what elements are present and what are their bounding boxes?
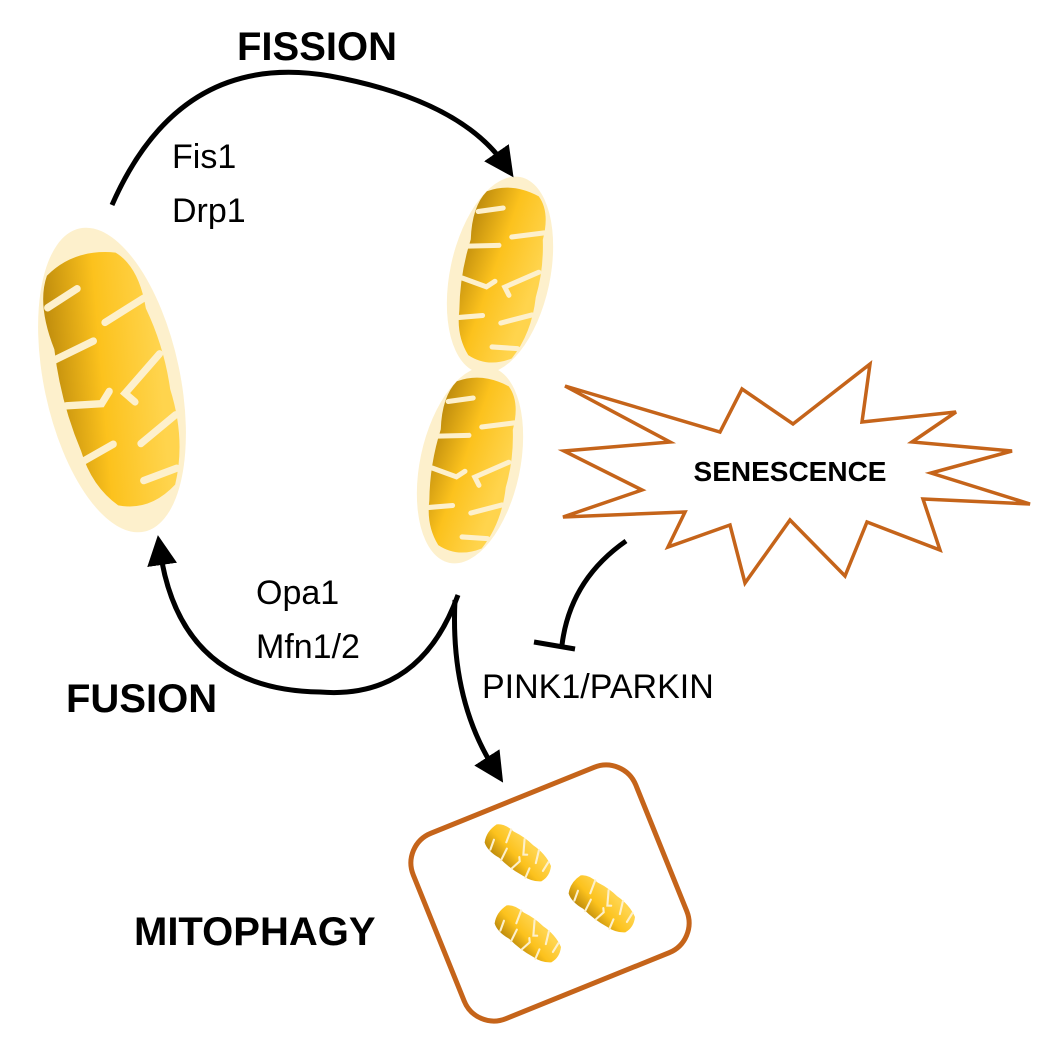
inhibition-bar xyxy=(533,639,576,652)
pink-parkin-label: PINK1/PARKIN xyxy=(482,668,714,706)
mitophagy-box xyxy=(408,762,692,1024)
fusion-label: FUSION xyxy=(66,677,217,721)
fusion-protein-mfn: Mfn1/2 xyxy=(256,628,360,666)
large-mitochondrion xyxy=(13,227,210,533)
small-mitochondrion-bottom xyxy=(400,366,539,564)
fusion-protein-opa1: Opa1 xyxy=(256,574,339,612)
senescence-label: SENESCENCE xyxy=(694,456,887,487)
inhibition-line xyxy=(559,538,628,646)
fission-label: FISSION xyxy=(237,25,397,69)
fusion-arrow xyxy=(147,535,461,696)
fission-protein-fis1: Fis1 xyxy=(172,138,236,176)
senescence-starburst xyxy=(557,359,1031,588)
mitophagy-arrow xyxy=(452,599,504,783)
mitophagy-label: MITOPHAGY xyxy=(134,910,376,954)
fission-protein-drp1: Drp1 xyxy=(172,192,246,230)
fission-arrow xyxy=(109,69,514,207)
small-mitochondrion-top xyxy=(430,176,569,374)
